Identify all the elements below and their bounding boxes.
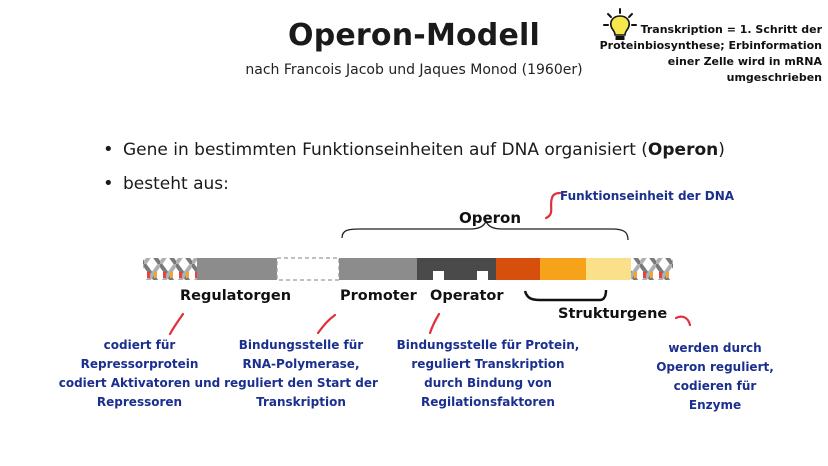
transkription-tip: Transkription = 1. Schritt der Proteinbi…: [599, 23, 822, 84]
bullet-item-gene: Gene in bestimmten Funktionseinheiten au…: [103, 139, 725, 160]
segment-strukturgen-1: [496, 258, 540, 280]
operon-brace: [341, 218, 629, 241]
arrow-regulator: [168, 312, 185, 336]
arrow-promoter: [316, 313, 337, 335]
label-promoter: Promoter: [340, 288, 417, 304]
segment-strukturgen-3: [586, 258, 631, 280]
strukturgene-bracket: [523, 289, 608, 302]
note-strukturgene: werden durch Operon reguliert, codieren …: [656, 341, 774, 412]
operon-label: Operon: [459, 209, 522, 227]
dna-helix-left: [143, 258, 197, 280]
page-subtitle: nach Francois Jacob und Jaques Monod (19…: [245, 62, 583, 78]
note-operator: Bindungsstelle für Protein, reguliert Tr…: [396, 338, 580, 409]
bullet-item-besteht: besteht aus:: [103, 173, 725, 194]
segment-strukturgen-2: [540, 258, 586, 280]
arrow-operon-note: [544, 191, 562, 220]
dna-helix-right: [631, 258, 673, 280]
arrow-operator: [428, 312, 441, 335]
note-promoter: Bindungsstelle für RNA-Polymerase, regul…: [224, 338, 378, 409]
label-operator: Operator: [430, 288, 504, 304]
operon-note: Funktionseinheit der DNA: [560, 189, 735, 203]
segment-gap: [276, 257, 340, 281]
operon-bold: Operon: [647, 140, 719, 160]
lightbulb-icon: [603, 8, 637, 40]
label-strukturgene: Strukturgene: [558, 306, 668, 322]
arrow-strukturgene: [674, 315, 692, 327]
page-title: Operon-Modell: [288, 18, 540, 53]
label-regulatorgen: Regulatorgen: [180, 288, 292, 304]
segment-promoter: [339, 258, 417, 280]
bullet-list: Gene in bestimmten Funktionseinheiten au…: [103, 139, 725, 208]
note-regulatorgen: codiert für Repressorprotein codiert Akt…: [58, 338, 221, 409]
segment-operator: [417, 258, 496, 280]
segment-regulatorgen: [197, 258, 277, 280]
